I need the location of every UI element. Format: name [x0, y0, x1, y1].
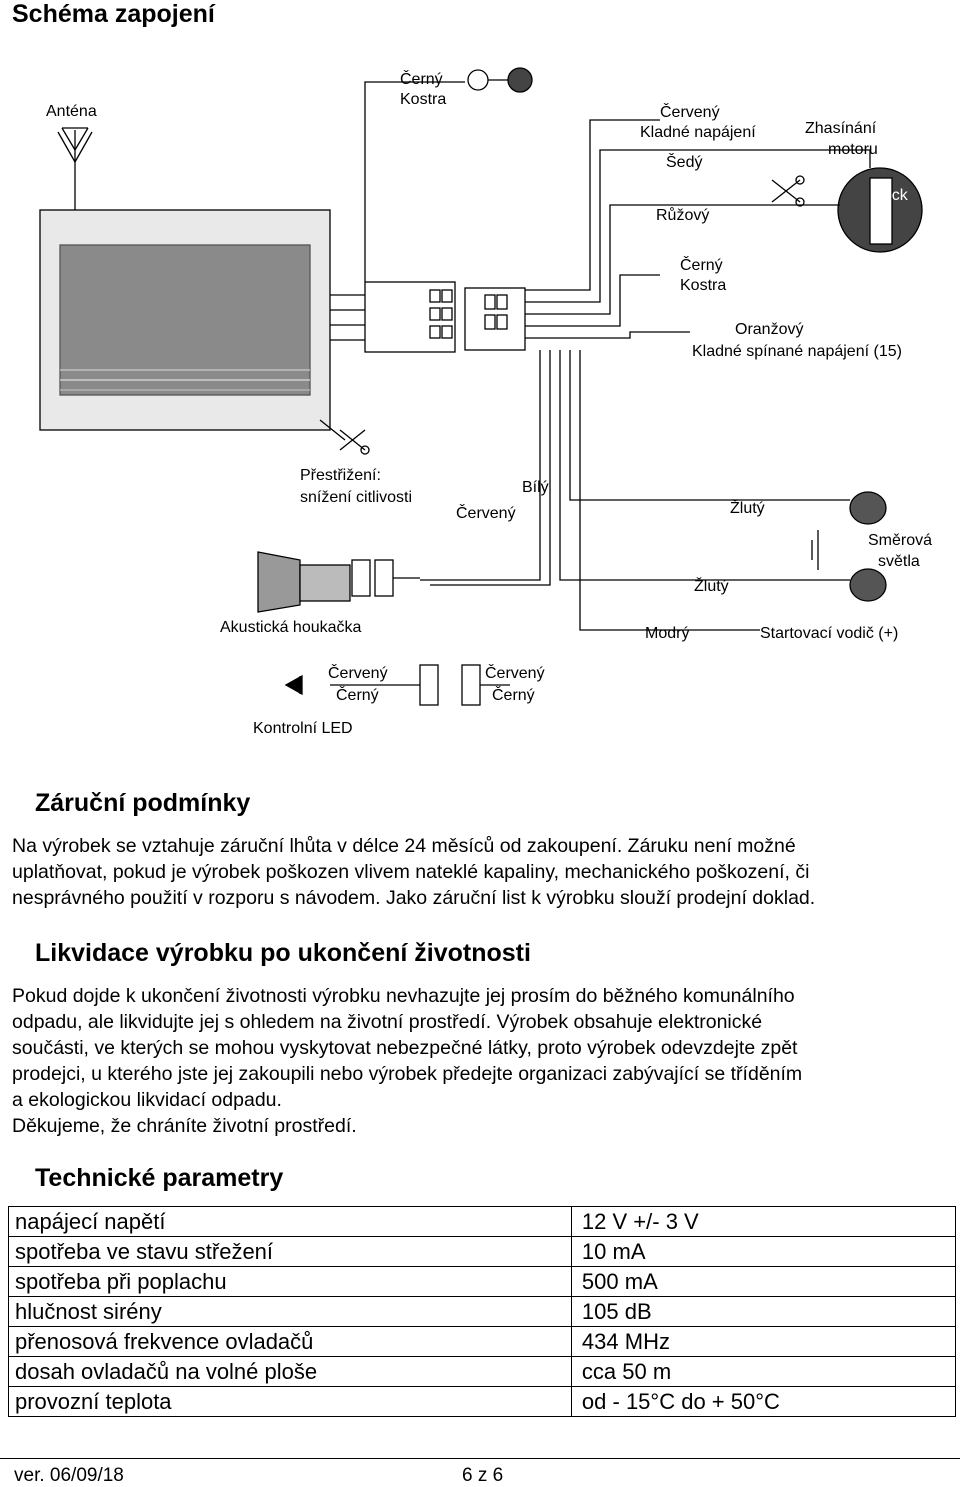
spec-name: spotřeba ve stavu střežení [8, 1236, 572, 1267]
label-zhasinani-1: Zhasínání [805, 120, 877, 137]
label-zhasinani-2: motoru [828, 141, 878, 158]
label-cerny-1: Černý [400, 69, 443, 88]
spec-name: spotřeba při poplachu [8, 1266, 572, 1297]
specs-title: Technické parametry [35, 1164, 284, 1192]
label-sedy: Šedý [666, 152, 702, 171]
table-row: napájecí napětí 12 V +/- 3 V [8, 1206, 957, 1237]
label-antena: Anténa [46, 103, 97, 120]
connector-right [464, 287, 526, 351]
disposal-line: Děkujeme, že chráníte životní prostředí. [12, 1115, 357, 1137]
warranty-line: nesprávného použití v rozporu s návodem.… [12, 887, 816, 909]
label-prestrizeni-2: snížení citlivosti [300, 489, 412, 506]
label-lock: Lock [874, 187, 909, 204]
lock-icon [837, 167, 923, 253]
spec-name: přenosová frekvence ovladačů [8, 1326, 572, 1357]
label-kostra-2: Kostra [680, 277, 726, 294]
table-row: dosah ovladačů na volné ploše cca 50 m [8, 1356, 957, 1387]
label-kladne-spinane: Kladné spínané napájení (15) [692, 343, 902, 360]
label-startovaci: Startovací vodič (+) [760, 625, 898, 642]
version-label: ver. 06/09/18 [14, 1465, 124, 1486]
label-sw-cerveny: Červený [485, 663, 545, 682]
label-cerveny-siren: Červený [456, 503, 516, 522]
scissors-icon-2 [339, 429, 370, 455]
label-kostra-1: Kostra [400, 91, 446, 108]
label-akusticka: Akustická houkačka [220, 619, 362, 636]
disposal-text: Pokud dojde k ukončení životnosti výrobk… [12, 983, 952, 1139]
page-title: Schéma zapojení [12, 0, 215, 28]
wiring-diagram: Anténa Černý Kostra Červený Kladné napáj… [39, 67, 932, 737]
page-footer: ver. 06/09/18 6 z 6 [0, 1458, 960, 1486]
control-unit [39, 209, 331, 431]
label-ruzovy: Růžový [656, 206, 709, 224]
label-cerveny-kladne: Červený [660, 102, 720, 121]
spec-value: 500 mA [570, 1266, 957, 1297]
specs-table: napájecí napětí 12 V +/- 3 V spotřeba ve… [8, 1206, 957, 1417]
spec-value: 12 V +/- 3 V [570, 1206, 957, 1237]
table-row: hlučnost sirény 105 dB [8, 1296, 957, 1327]
spec-name: dosah ovladačů na volné ploše [8, 1356, 572, 1387]
disposal-line: Pokud dojde k ukončení životnosti výrobk… [12, 985, 795, 1007]
spec-name: napájecí napětí [8, 1206, 572, 1237]
label-smerova-2: světla [878, 553, 920, 570]
label-zluty-1: Žlutý [730, 498, 765, 517]
disposal-line: součásti, ve kterých se mohou vyskytovat… [12, 1037, 798, 1059]
label-bily: Bílý [522, 479, 549, 496]
spec-name: hlučnost sirény [8, 1296, 572, 1327]
spec-value: od - 15°C do + 50°C [570, 1386, 957, 1417]
led-icon [284, 674, 303, 696]
disposal-title: Likvidace výrobku po ukončení životnosti [35, 939, 531, 967]
spec-value: cca 50 m [570, 1356, 957, 1387]
spec-value: 105 dB [570, 1296, 957, 1327]
table-row: spotřeba při poplachu 500 mA [8, 1266, 957, 1297]
disposal-line: prodejci, u kterého jste jej zakoupili n… [12, 1063, 803, 1085]
spec-value: 10 mA [570, 1236, 957, 1267]
label-sw-cerny: Černý [492, 685, 535, 704]
turn-signal-bulbs [849, 491, 887, 602]
label-led-cerveny: Červený [328, 663, 388, 682]
label-zluty-2: Žlutý [694, 576, 729, 595]
antenna-icon [57, 127, 93, 210]
label-kontrolni-led: Kontrolní LED [253, 720, 353, 737]
label-cerny-2: Černý [680, 255, 723, 274]
disposal-line: a ekologickou likvidací odpadu. [12, 1089, 282, 1111]
connector-left [364, 281, 456, 353]
warranty-line: uplatňovat, pokud je výrobek poškozen vl… [12, 861, 810, 883]
warranty-title: Záruční podmínky [35, 789, 251, 817]
label-prestrizeni-1: Přestřižení: [300, 467, 381, 484]
warranty-line: Na výrobek se vztahuje záruční lhůta v d… [12, 835, 796, 857]
label-modry: Modrý [645, 625, 689, 642]
table-row: provozní teplota od - 15°C do + 50°C [8, 1386, 957, 1417]
label-kladne-napajeni: Kladné napájení [640, 124, 756, 141]
table-row: spotřeba ve stavu střežení 10 mA [8, 1236, 957, 1267]
disposal-line: odpadu, ale likvidujte jej s ohledem na … [12, 1011, 763, 1033]
label-oranzovy: Oranžový [735, 321, 803, 338]
scissors-icon [771, 175, 805, 207]
siren-icon [257, 551, 351, 613]
label-led-cerny: Černý [336, 685, 379, 704]
table-row: přenosová frekvence ovladačů 434 MHz [8, 1326, 957, 1357]
label-smerova-1: Směrová [868, 532, 932, 549]
page-number: 6 z 6 [462, 1465, 504, 1486]
spec-value: 434 MHz [570, 1326, 957, 1357]
spec-name: provozní teplota [8, 1386, 572, 1417]
warranty-text: Na výrobek se vztahuje záruční lhůta v d… [12, 833, 952, 911]
